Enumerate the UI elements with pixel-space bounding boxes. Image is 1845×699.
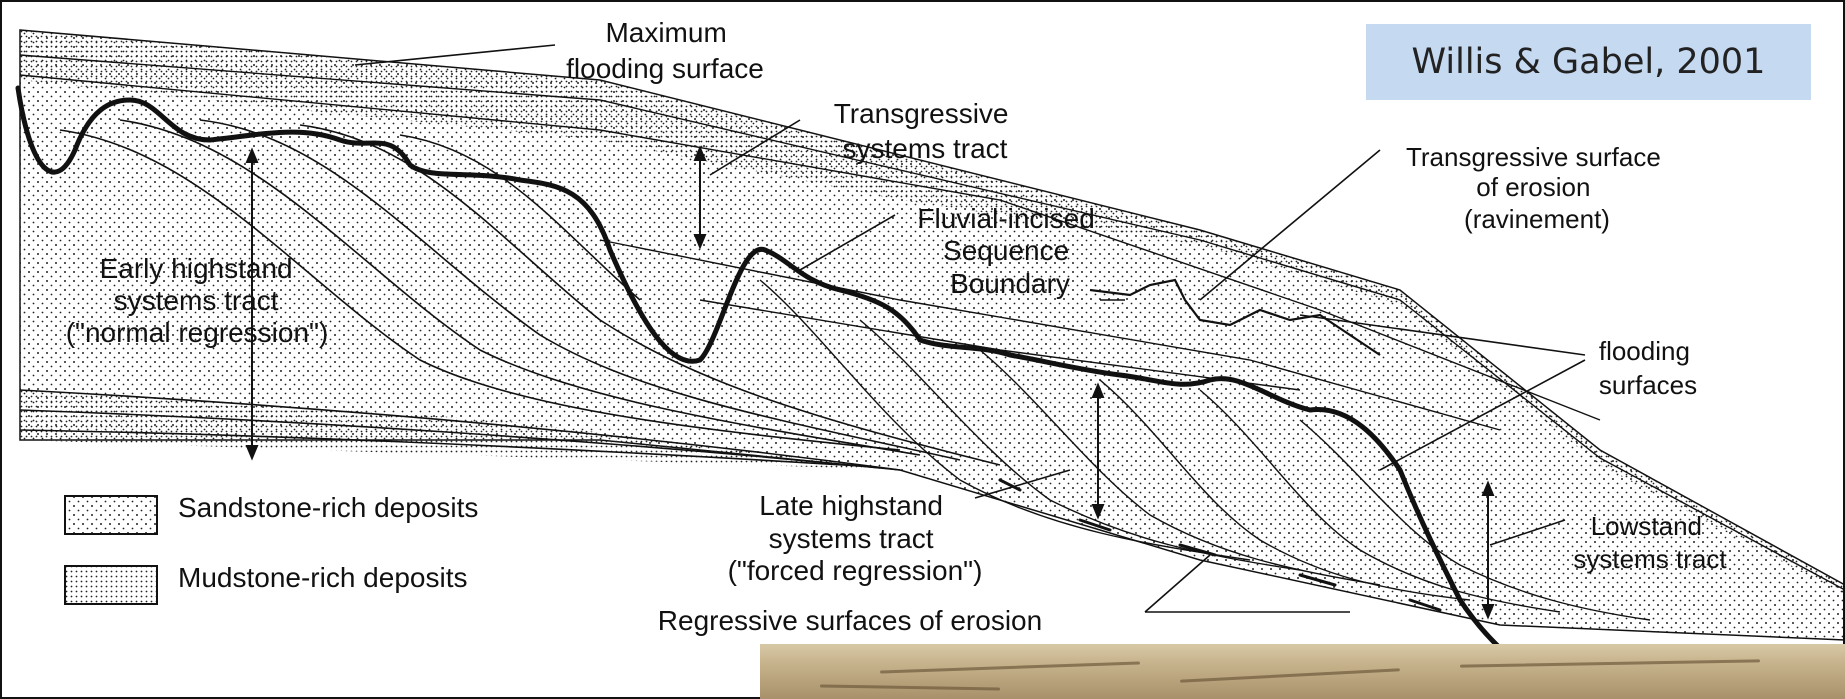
label-max-flooding-1: Maximum: [605, 17, 726, 48]
legend-mudstone-swatch: [65, 566, 157, 604]
label-transgressive-tract-2: systems tract: [843, 133, 1008, 164]
citation-text: Willis & Gabel, 2001: [1412, 42, 1766, 82]
label-flooding-surfaces: flooding surfaces: [1599, 336, 1697, 400]
citation-box: Willis & Gabel, 2001: [1366, 24, 1811, 100]
label-transgressive-tract: Transgressive systems tract: [834, 98, 1017, 164]
label-late-highstand-1: Late highstand: [759, 490, 943, 521]
label-fluvial-boundary-2: Sequence: [943, 235, 1069, 266]
legend: Sandstone-rich deposits Mudstone-rich de…: [65, 492, 478, 604]
label-transgressive-surface-3: (ravinement): [1464, 204, 1610, 234]
label-max-flooding: Maximum flooding surface: [566, 17, 764, 84]
label-late-highstand-3: ("forced regression"): [728, 555, 983, 586]
label-fluvial-boundary-1: Fluvial-incised: [917, 203, 1094, 234]
label-fluvial-boundary-3: Boundary: [950, 268, 1070, 299]
label-late-highstand-2: systems tract: [769, 523, 934, 554]
photo-streak: [1180, 668, 1400, 683]
label-early-highstand-1: Early highstand: [100, 253, 293, 284]
label-max-flooding-2: flooding surface: [566, 53, 764, 84]
label-transgressive-surface-2: of erosion: [1476, 172, 1590, 202]
label-transgressive-surface: Transgressive surface of erosion (ravine…: [1406, 142, 1668, 234]
label-late-highstand: Late highstand systems tract ("forced re…: [728, 490, 983, 586]
label-flooding-surfaces-1: flooding: [1599, 336, 1690, 366]
label-early-highstand-2: systems tract: [114, 285, 279, 316]
outcrop-photo: [760, 644, 1845, 699]
label-flooding-surfaces-2: surfaces: [1599, 370, 1697, 400]
label-regressive-surfaces: Regressive surfaces of erosion: [658, 605, 1042, 636]
label-lowstand-2: systems tract: [1573, 544, 1727, 574]
photo-streak: [880, 661, 1140, 673]
legend-sandstone-swatch: [65, 496, 157, 534]
label-early-highstand-3: ("normal regression"): [66, 317, 329, 348]
photo-streak: [1460, 659, 1760, 667]
label-transgressive-surface-1: Transgressive surface: [1406, 142, 1661, 172]
legend-mudstone-label: Mudstone-rich deposits: [178, 562, 467, 593]
legend-sandstone-label: Sandstone-rich deposits: [178, 492, 478, 523]
label-lowstand-1: Lowstand: [1591, 511, 1702, 541]
label-transgressive-tract-1: Transgressive: [834, 98, 1009, 129]
photo-streak: [820, 684, 1000, 690]
